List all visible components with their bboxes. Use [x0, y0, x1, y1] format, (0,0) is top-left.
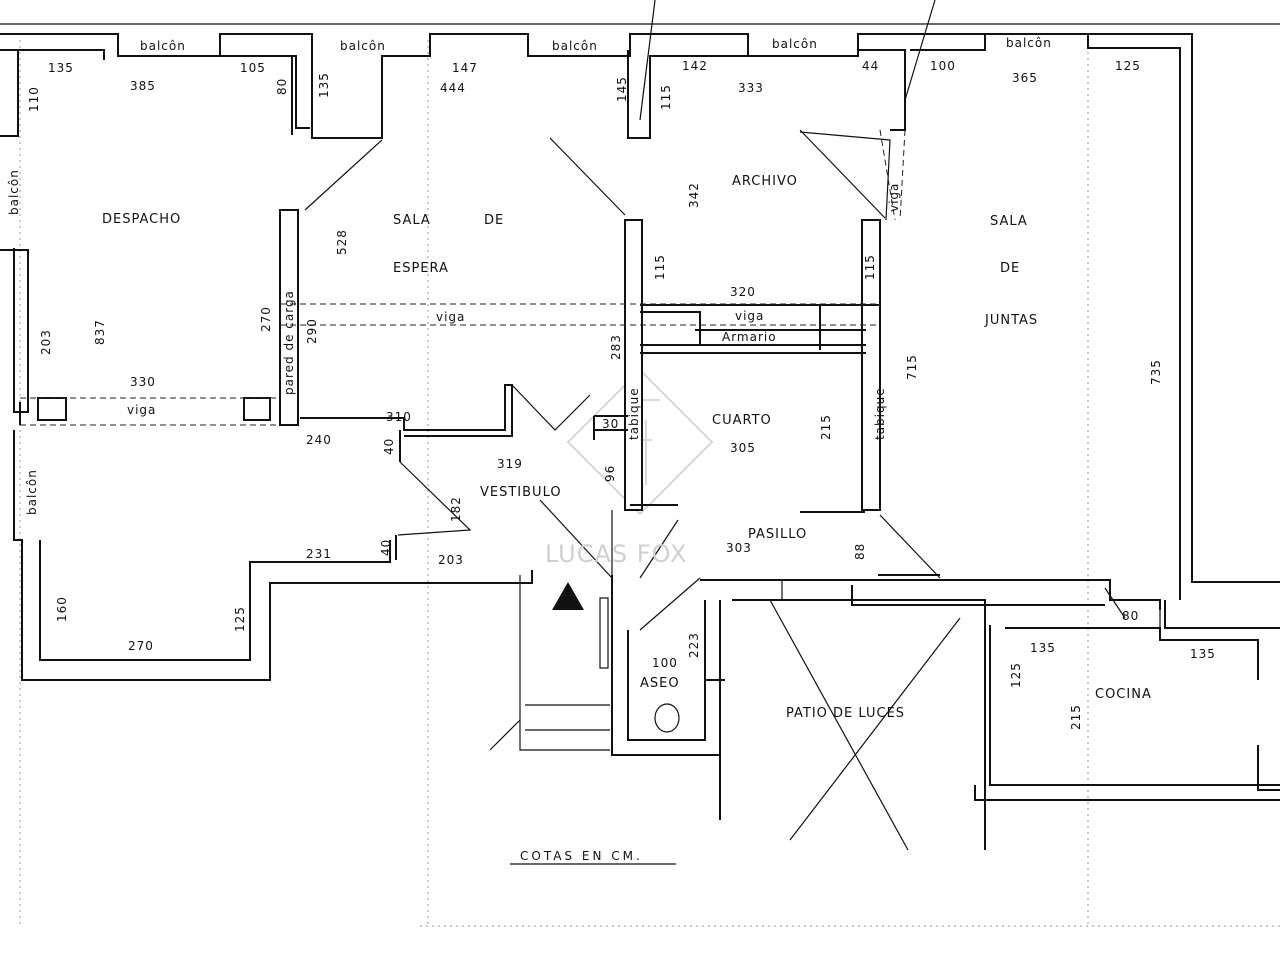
room-aseo: ASEO [640, 676, 680, 691]
label-viga-2: viga [735, 309, 764, 323]
label-armario: Armario [722, 330, 777, 344]
watermark-text: LUCAS FOX [545, 540, 687, 568]
dim-125c: 125 [1009, 662, 1023, 688]
dim-110: 110 [27, 86, 41, 112]
dim-231: 231 [306, 547, 332, 561]
label-balcon-7: balcôn [25, 469, 39, 515]
dim-160: 160 [55, 596, 69, 622]
dim-215a: 215 [819, 414, 833, 440]
door-swings [304, 129, 1161, 638]
room-cuarto: CUARTO [712, 413, 772, 428]
label-tabique-1: tabique [627, 387, 641, 440]
dim-135a: 135 [48, 61, 74, 75]
label-viga-4: viga [887, 183, 901, 212]
beam-lines [20, 129, 906, 426]
dim-240: 240 [306, 433, 332, 447]
label-balcon-2: balcôn [340, 39, 386, 53]
room-sala-espera-1: SALA [393, 213, 431, 228]
dim-115b: 115 [653, 254, 667, 280]
dim-290: 290 [305, 318, 319, 344]
dimensions: 135 385 105 80 110 135 147 444 145 115 1… [27, 59, 1216, 730]
dim-310: 310 [386, 410, 412, 424]
dim-30: 30 [602, 417, 619, 431]
dim-125b: 125 [233, 606, 247, 632]
dim-135d: 135 [1190, 647, 1216, 661]
room-sala-espera-3: ESPERA [393, 261, 449, 276]
dim-305: 305 [730, 441, 756, 455]
label-cotas: COTAS EN CM. [520, 849, 643, 863]
interior-walls [19, 209, 940, 576]
dim-223: 223 [687, 632, 701, 658]
dim-330: 330 [130, 375, 156, 389]
room-cocina: COCINA [1095, 687, 1152, 702]
room-despacho: DESPACHO [102, 212, 181, 227]
dim-444: 444 [440, 81, 466, 95]
room-archivo: ARCHIVO [732, 174, 798, 189]
dim-182: 182 [449, 496, 463, 522]
dim-44: 44 [862, 59, 879, 73]
dim-283: 283 [609, 334, 623, 360]
dim-215b: 215 [1069, 704, 1083, 730]
room-patio: PATIO DE LUCES [786, 706, 905, 721]
dim-270b: 270 [128, 639, 154, 653]
dim-837: 837 [93, 319, 107, 345]
dim-115a: 115 [659, 84, 673, 110]
label-balcon-5: balcôn [1006, 36, 1052, 50]
dim-203b: 203 [438, 553, 464, 567]
dim-270a: 270 [259, 306, 273, 332]
exterior-walls [0, 33, 1280, 851]
dim-333: 333 [738, 81, 764, 95]
dim-100b: 100 [652, 656, 678, 670]
label-viga-3: viga [127, 403, 156, 417]
dim-365: 365 [1012, 71, 1038, 85]
dim-135c: 135 [1030, 641, 1056, 655]
dim-142: 142 [682, 59, 708, 73]
dim-342: 342 [687, 182, 701, 208]
dim-147: 147 [452, 61, 478, 75]
dim-105: 105 [240, 61, 266, 75]
room-sala-juntas-2: DE [1000, 261, 1020, 276]
room-sala-juntas-1: SALA [990, 214, 1028, 229]
dim-135b: 135 [317, 72, 331, 98]
label-tabique-2: tabique [873, 387, 887, 440]
room-sala-juntas-3: JUNTAS [984, 313, 1038, 328]
dim-100a: 100 [930, 59, 956, 73]
dim-320: 320 [730, 285, 756, 299]
label-balcon-3: balcôn [552, 39, 598, 53]
label-balcon-6: balcôn [7, 169, 21, 215]
entrance-marker [552, 582, 584, 610]
label-viga-1: viga [436, 310, 465, 324]
room-vestibulo: VESTIBULO [480, 485, 562, 500]
dim-125a: 125 [1115, 59, 1141, 73]
dim-203a: 203 [39, 329, 53, 355]
dim-88: 88 [853, 543, 867, 560]
label-balcon-1: balcôn [140, 39, 186, 53]
dim-115c: 115 [863, 254, 877, 280]
dim-303: 303 [726, 541, 752, 555]
room-sala-espera-2: DE [484, 213, 504, 228]
dim-385: 385 [130, 79, 156, 93]
dim-40a: 40 [382, 438, 396, 455]
label-pared-de-carga: pared de carga [282, 290, 296, 395]
dim-80b: 80 [1122, 609, 1139, 623]
label-balcon-4: balcôn [772, 37, 818, 51]
dim-96: 96 [603, 465, 617, 482]
dim-735: 735 [1149, 359, 1163, 385]
dim-80a: 80 [275, 78, 289, 95]
dim-319: 319 [497, 457, 523, 471]
room-pasillo: PASILLO [748, 527, 807, 542]
dim-145: 145 [615, 76, 629, 102]
dim-715: 715 [905, 354, 919, 380]
dim-528: 528 [335, 229, 349, 255]
dim-40b: 40 [379, 539, 393, 556]
